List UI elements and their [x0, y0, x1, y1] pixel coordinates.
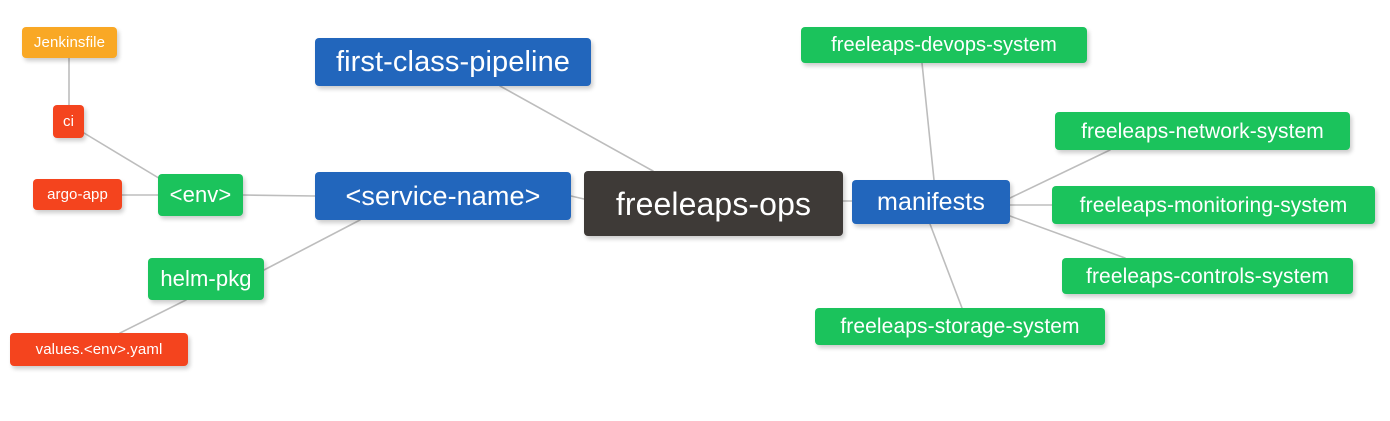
node-manifests[interactable]: manifests: [852, 180, 1010, 224]
node-label-freeleaps-storage-system: freeleaps-storage-system: [840, 315, 1080, 338]
node-label-first-class-pipeline: first-class-pipeline: [335, 45, 571, 78]
node-label-freeleaps-devops-system: freeleaps-devops-system: [831, 34, 1057, 56]
edge-env-to-service-name: [242, 194, 316, 197]
node-label-argo-app: argo-app: [47, 186, 108, 203]
edge-ci-to-env: [83, 132, 163, 181]
node-freeleaps-monitoring-system[interactable]: freeleaps-monitoring-system: [1052, 186, 1375, 224]
node-label-ci: ci: [62, 113, 75, 130]
edge-service-name-to-freeleaps-ops: [570, 195, 585, 200]
node-freeleaps-devops-system[interactable]: freeleaps-devops-system: [801, 27, 1087, 63]
edge-values-env-yaml-to-helm-pkg: [119, 299, 187, 334]
node-label-freeleaps-controls-system: freeleaps-controls-system: [1086, 264, 1329, 288]
edge-manifests-to-freeleaps-storage-system: [929, 223, 963, 309]
node-label-freeleaps-ops: freeleaps-ops: [615, 185, 812, 222]
node-label-service-name: <service-name>: [345, 180, 541, 211]
edge-helm-pkg-to-service-name: [263, 219, 361, 271]
edge-first-class-pipeline-to-freeleaps-ops: [499, 85, 654, 172]
node-env[interactable]: <env>: [158, 174, 243, 216]
node-label-freeleaps-network-system: freeleaps-network-system: [1081, 119, 1324, 143]
node-label-env: <env>: [169, 182, 232, 207]
node-jenkinsfile[interactable]: Jenkinsfile: [22, 27, 117, 58]
node-label-values-env-yaml: values.<env>.yaml: [35, 341, 163, 358]
node-service-name[interactable]: <service-name>: [315, 172, 571, 220]
node-label-helm-pkg: helm-pkg: [160, 266, 252, 291]
node-ci[interactable]: ci: [53, 105, 84, 138]
node-label-freeleaps-monitoring-system: freeleaps-monitoring-system: [1079, 193, 1348, 217]
node-label-jenkinsfile: Jenkinsfile: [33, 34, 106, 51]
edge-manifests-to-freeleaps-devops-system: [921, 62, 935, 181]
node-label-manifests: manifests: [877, 187, 985, 216]
node-freeleaps-network-system[interactable]: freeleaps-network-system: [1055, 112, 1350, 150]
node-freeleaps-storage-system[interactable]: freeleaps-storage-system: [815, 308, 1105, 345]
node-freeleaps-ops[interactable]: freeleaps-ops: [584, 171, 843, 236]
node-argo-app[interactable]: argo-app: [33, 179, 122, 210]
node-freeleaps-controls-system[interactable]: freeleaps-controls-system: [1062, 258, 1353, 294]
node-values-env-yaml[interactable]: values.<env>.yaml: [10, 333, 188, 366]
node-first-class-pipeline[interactable]: first-class-pipeline: [315, 38, 591, 86]
node-helm-pkg[interactable]: helm-pkg: [148, 258, 264, 300]
